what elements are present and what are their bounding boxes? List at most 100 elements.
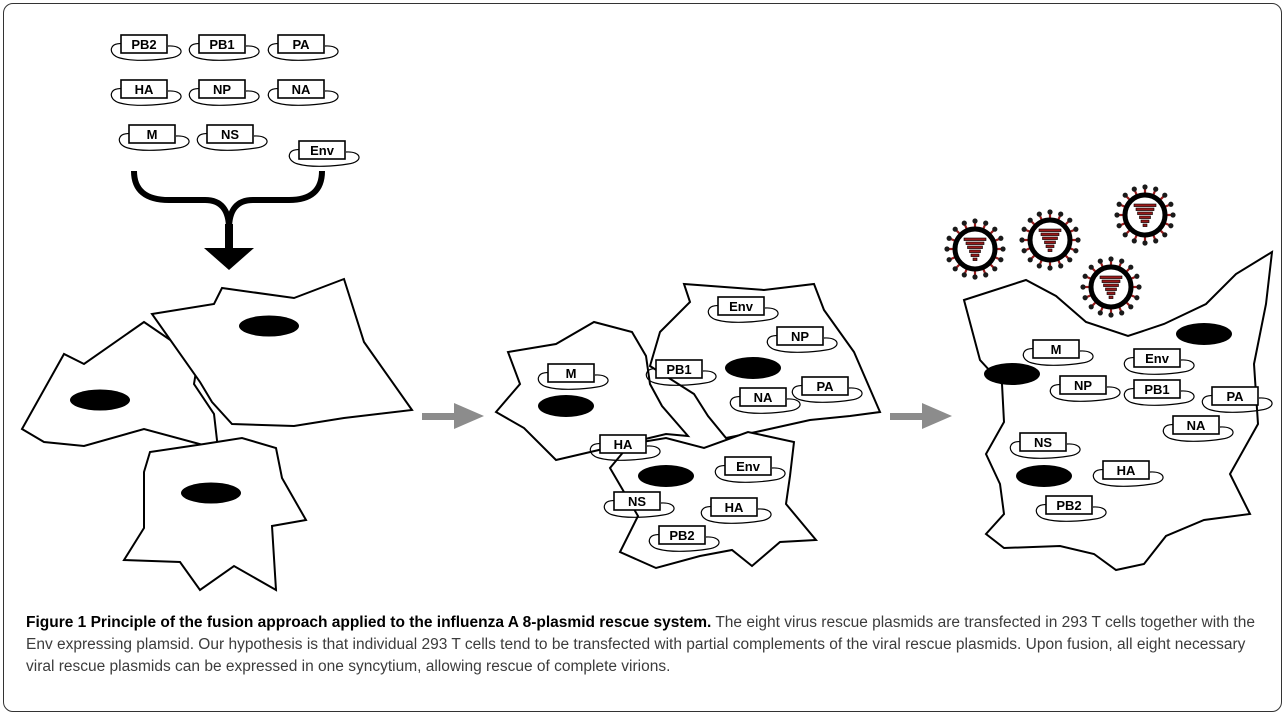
plasmid-insert xyxy=(1032,339,1080,359)
virion-spike-tip xyxy=(1142,184,1148,190)
plasmid-backbone xyxy=(1092,468,1164,487)
plasmid-backbone xyxy=(1022,347,1094,366)
cell-shape xyxy=(150,277,414,428)
plasmid-label: NP xyxy=(1074,378,1092,393)
virion-spike-tip xyxy=(992,226,998,232)
virion-layer xyxy=(944,184,1176,318)
virion-spike-tip xyxy=(1088,304,1094,310)
virion-spike-tip xyxy=(1019,237,1025,243)
virion-spike-tip xyxy=(1131,238,1137,244)
plasmid: Env xyxy=(714,456,786,483)
virion-rnp xyxy=(965,241,985,245)
plasmid-insert xyxy=(655,359,703,379)
virion-rnp xyxy=(1101,279,1121,283)
plasmid-backbone xyxy=(110,87,182,106)
virion-spike-tip xyxy=(1088,264,1094,270)
virion-rnp xyxy=(1142,223,1148,227)
plasmid-label: NA xyxy=(292,82,311,97)
plasmid-backbone xyxy=(603,499,675,518)
virion-envelope xyxy=(1122,192,1168,238)
plasmid: PB1 xyxy=(188,34,260,61)
plasmid-label: NS xyxy=(1034,435,1052,450)
plasmid: Env xyxy=(288,140,360,167)
plasmid-label: NP xyxy=(213,82,231,97)
plasmid-backbone xyxy=(766,334,838,353)
plasmid-label: NS xyxy=(628,494,646,509)
plasmid-backbone xyxy=(537,371,609,390)
virion-spike-tip xyxy=(1021,226,1027,232)
plasmid-label: Env xyxy=(729,299,754,314)
virion-rnp xyxy=(1135,207,1155,211)
virion-spike-tip xyxy=(1122,232,1128,238)
cell-shape xyxy=(20,319,220,451)
virion xyxy=(1080,256,1142,318)
plasmid-backbone xyxy=(729,395,801,414)
plasmid: PB1 xyxy=(1123,379,1195,406)
plasmid-insert xyxy=(599,434,647,454)
virion-spike-tip xyxy=(1136,284,1142,290)
cell-nucleus xyxy=(638,465,694,487)
virion-spike-tip xyxy=(1114,212,1120,218)
plasmid-insert xyxy=(710,497,758,517)
plasmid-label: NA xyxy=(1187,418,1206,433)
virion-spike-tip xyxy=(1119,310,1125,316)
cell-nucleus xyxy=(181,482,241,504)
plasmid-backbone xyxy=(110,42,182,61)
plasmid-backbone xyxy=(700,505,772,524)
virion-spike-tip xyxy=(1128,264,1134,270)
plasmid-backbone xyxy=(196,132,268,151)
plasmid-insert xyxy=(128,124,176,144)
plasmid-insert xyxy=(1133,379,1181,399)
plasmid-insert xyxy=(198,79,246,99)
virion-spike-tip xyxy=(1170,212,1176,218)
virion-rnp xyxy=(1045,244,1055,248)
virion-spike-tip xyxy=(1097,310,1103,316)
plasmid-insert xyxy=(776,326,824,346)
plasmid-backbone xyxy=(648,533,720,552)
virion-spike-tip xyxy=(1153,186,1159,192)
plasmid: HA xyxy=(110,79,182,106)
virion-rnp xyxy=(1040,232,1060,236)
plasmid-label: PB1 xyxy=(666,362,691,377)
plasmid: NP xyxy=(1049,375,1121,402)
virion-spike-tip xyxy=(946,235,952,241)
plasmid: PB2 xyxy=(1035,495,1107,522)
plasmid: PA xyxy=(791,376,863,403)
virion-spike-tip xyxy=(952,226,958,232)
plasmid-backbone xyxy=(267,87,339,106)
virion-spike-tip xyxy=(1027,257,1033,263)
plasmid-label: M xyxy=(566,366,577,381)
virion-spike-tip xyxy=(1047,265,1053,271)
plasmid-insert xyxy=(717,296,765,316)
plasmid-backbone xyxy=(188,42,260,61)
virion-spike-tip xyxy=(1142,240,1148,246)
virion-rnp xyxy=(967,245,983,249)
plasmid-insert xyxy=(1019,432,1067,452)
virion-spike-tip xyxy=(1036,211,1042,217)
plasmid: M xyxy=(537,363,609,390)
plasmid-backbone xyxy=(589,442,661,461)
virion-spike-tip xyxy=(1128,304,1134,310)
plasmid-insert xyxy=(1102,460,1150,480)
virion-rnp xyxy=(963,237,987,241)
virion-spike-tip xyxy=(1108,256,1114,262)
plasmid-insert xyxy=(658,525,706,545)
virion-spike-tip xyxy=(983,220,989,226)
plasmid-insert xyxy=(1045,495,1093,515)
virion-spike-tip xyxy=(1047,209,1053,215)
plasmid: PB2 xyxy=(648,525,720,552)
plasmid-insert xyxy=(277,34,325,54)
plasmid-backbone xyxy=(714,464,786,483)
plasmid-backbone xyxy=(1009,440,1081,459)
plasmid: HA xyxy=(1092,460,1164,487)
virion-rnp xyxy=(1140,219,1150,223)
plasmid-label: HA xyxy=(135,82,154,97)
virion-spike-tip xyxy=(972,218,978,224)
virion-rnp xyxy=(1139,215,1151,219)
virion-spike-tip xyxy=(1067,217,1073,223)
virion-rnp xyxy=(1137,211,1153,215)
virion-spike-tip xyxy=(1162,232,1168,238)
plasmid-backbone xyxy=(1123,356,1195,375)
plasmid-insert xyxy=(198,34,246,54)
